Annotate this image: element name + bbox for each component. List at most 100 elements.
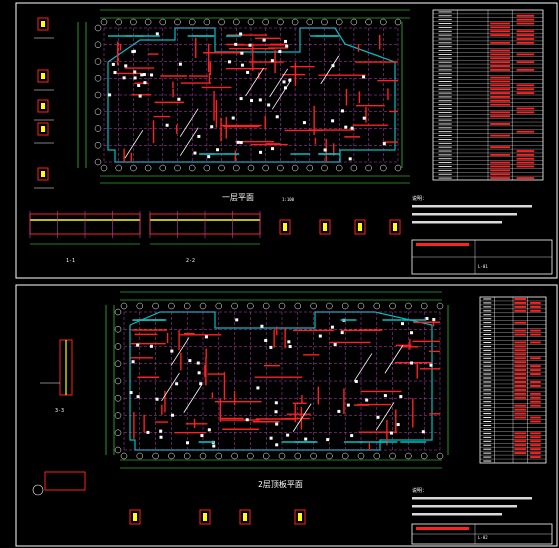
grid-bubble	[114, 446, 122, 454]
grid-bubble	[94, 58, 102, 65]
table-cell-fill	[516, 165, 535, 168]
table-cell-fill	[530, 369, 541, 372]
table-cell-text	[483, 405, 492, 407]
column	[175, 382, 179, 386]
table-cell-fill	[530, 373, 541, 376]
grid-bubble	[152, 302, 159, 310]
table-cell-text	[483, 302, 492, 304]
table-cell-fill	[514, 432, 527, 435]
column	[149, 344, 153, 348]
column	[400, 322, 404, 326]
column	[235, 318, 239, 322]
sheet-1-frame	[15, 2, 558, 279]
table-cell-text	[438, 73, 452, 75]
detail-fill	[41, 73, 45, 79]
column	[159, 429, 163, 433]
table-cell-text	[438, 84, 452, 86]
grid-bubble	[436, 302, 444, 310]
column	[171, 413, 175, 417]
table-cell-text	[483, 381, 492, 383]
diagonal-line	[320, 55, 340, 85]
sheet-2-section-label: 3-3	[55, 408, 65, 414]
column	[216, 148, 220, 152]
column	[239, 97, 243, 101]
grid-bubble	[278, 452, 286, 460]
table-cell-fill	[530, 440, 541, 443]
table-cell-fill	[490, 53, 510, 56]
grid-bubble	[183, 452, 191, 460]
table-cell-text	[438, 61, 452, 63]
table-cell-text	[438, 88, 452, 90]
grid-bubble	[159, 18, 167, 26]
grid-bubble	[114, 360, 122, 367]
note-line	[412, 505, 517, 508]
table-cell-text	[483, 393, 492, 395]
table-cell-fill	[490, 30, 510, 33]
column	[137, 83, 141, 87]
table-cell-text	[438, 50, 452, 51]
table-cell-text	[438, 57, 452, 59]
column	[270, 59, 274, 63]
table-cell-fill	[530, 357, 541, 360]
table-cell-fill	[490, 134, 510, 137]
notes-and-title-blocks	[411, 205, 553, 545]
diagonal-line	[353, 353, 373, 382]
plan-outline	[129, 311, 433, 451]
column	[323, 148, 327, 152]
grid-bubble	[341, 302, 349, 310]
detail-fill	[41, 21, 45, 27]
column	[155, 32, 159, 36]
grid-bubble	[394, 18, 402, 26]
table-cell-fill	[530, 416, 541, 419]
grid-bubble	[277, 164, 284, 172]
column	[284, 39, 288, 43]
table-cell-fill	[490, 169, 510, 172]
table-cell-fill	[516, 111, 535, 114]
table-cell-fill	[514, 436, 527, 439]
sheet-1-section-label-1: 1-1	[66, 258, 76, 264]
grid-bubble	[321, 18, 328, 26]
table-cell-fill	[490, 76, 510, 79]
table-cell-text	[438, 142, 452, 144]
table-cell-fill	[514, 361, 527, 364]
grid-bubble	[215, 452, 223, 460]
column	[282, 80, 286, 84]
grid-bubble	[199, 452, 207, 460]
table-cell-fill	[514, 333, 527, 336]
table-cell-text	[438, 150, 452, 152]
sheet-1-schedule-table	[432, 9, 544, 181]
table-cell-fill	[490, 103, 510, 106]
table-cell-fill	[490, 49, 510, 52]
table-cell-fill	[514, 452, 527, 455]
grid-bubble	[94, 91, 102, 99]
detail-box	[37, 69, 49, 83]
sheet-2-notes-title: 说明：	[412, 488, 428, 494]
column	[231, 116, 235, 120]
table-cell-text	[483, 298, 492, 300]
diagonal-line	[179, 127, 199, 156]
table-cell-fill	[530, 309, 541, 312]
table-cell-fill	[516, 38, 535, 40]
column	[136, 343, 140, 347]
column	[234, 42, 238, 46]
table-cell-fill	[516, 41, 535, 44]
grid-bubble	[420, 452, 428, 460]
table-cell-fill	[514, 440, 527, 443]
column	[136, 395, 140, 399]
column	[207, 428, 211, 432]
column-detail-fill	[283, 223, 287, 231]
grid-bubble	[294, 302, 302, 310]
table-cell-fill	[490, 177, 510, 179]
table-cell-text	[483, 330, 492, 332]
column	[425, 317, 429, 321]
grid-bubble	[159, 164, 167, 172]
table-cell-text	[438, 38, 452, 40]
grid-bubble	[405, 302, 412, 310]
column	[286, 433, 290, 437]
sheet-2-plan-title: 2层顶板平面	[258, 480, 303, 489]
column	[376, 415, 380, 419]
column	[259, 150, 263, 154]
column	[240, 63, 244, 67]
table-cell-fill	[490, 88, 510, 91]
table-cell-text	[438, 111, 452, 113]
